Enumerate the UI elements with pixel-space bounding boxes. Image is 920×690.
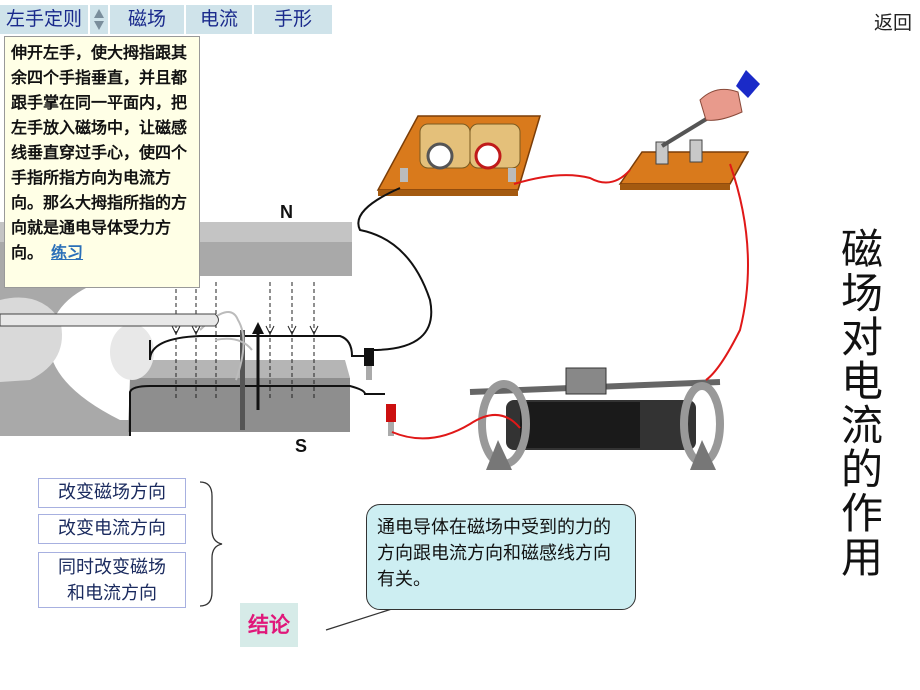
change-field-button[interactable]: 改变磁场方向 — [38, 478, 186, 508]
explanation-text: 伸开左手，使大拇指跟其余四个手指垂直，并且都跟手掌在同一平面内，把左手放入磁场中… — [11, 43, 188, 262]
toolbar: 左手定则 磁场 电流 手形 — [0, 5, 334, 34]
rheostat — [469, 367, 724, 470]
tab-magnetic-field[interactable]: 磁场 — [110, 5, 185, 34]
explanation-box: 伸开左手，使大拇指跟其余四个手指垂直，并且都跟手掌在同一平面内，把左手放入磁场中… — [4, 36, 200, 288]
back-button[interactable]: 返回 — [873, 12, 912, 34]
rod-ruler — [0, 313, 219, 327]
terminal-black — [364, 348, 374, 380]
title-char: 电 — [840, 357, 883, 406]
wire-red-3 — [391, 414, 521, 440]
tab-left-hand-rule[interactable]: 左手定则 — [0, 5, 89, 34]
wire-red-2 — [705, 163, 749, 381]
battery-box — [376, 115, 542, 196]
conclusion-bubble: 通电导体在磁场中受到的力的方向跟电流方向和磁感线方向有关。 — [366, 504, 636, 610]
title-char: 场 — [840, 269, 883, 318]
page-title: 磁 场 对 电 流 的 作 用 — [840, 228, 884, 580]
options-brace — [199, 481, 223, 607]
title-char: 磁 — [840, 225, 883, 274]
field-arrows — [171, 325, 319, 336]
conclusion-button[interactable]: 结论 — [240, 603, 298, 647]
knife-switch — [618, 70, 760, 190]
tab-stepper[interactable] — [90, 5, 109, 34]
practice-link[interactable]: 练习 — [51, 243, 84, 262]
tab-hand-shape[interactable]: 手形 — [254, 5, 333, 34]
title-char: 的 — [840, 445, 883, 494]
title-char: 作 — [840, 489, 883, 538]
rail-loop — [129, 335, 385, 436]
title-char: 流 — [840, 401, 883, 450]
change-current-button[interactable]: 改变电流方向 — [38, 514, 186, 544]
arrow-up-icon[interactable] — [94, 9, 105, 18]
arrow-down-icon[interactable] — [94, 21, 105, 30]
terminal-red — [386, 404, 396, 436]
title-char: 用 — [840, 533, 883, 582]
change-both-button[interactable]: 同时改变磁场和电流方向 — [38, 552, 186, 608]
south-label: S — [295, 436, 307, 456]
wire-black — [357, 187, 433, 351]
tab-current[interactable]: 电流 — [186, 5, 253, 34]
title-char: 对 — [840, 313, 883, 362]
north-label: N — [280, 202, 293, 222]
wire-red-1 — [513, 169, 631, 185]
